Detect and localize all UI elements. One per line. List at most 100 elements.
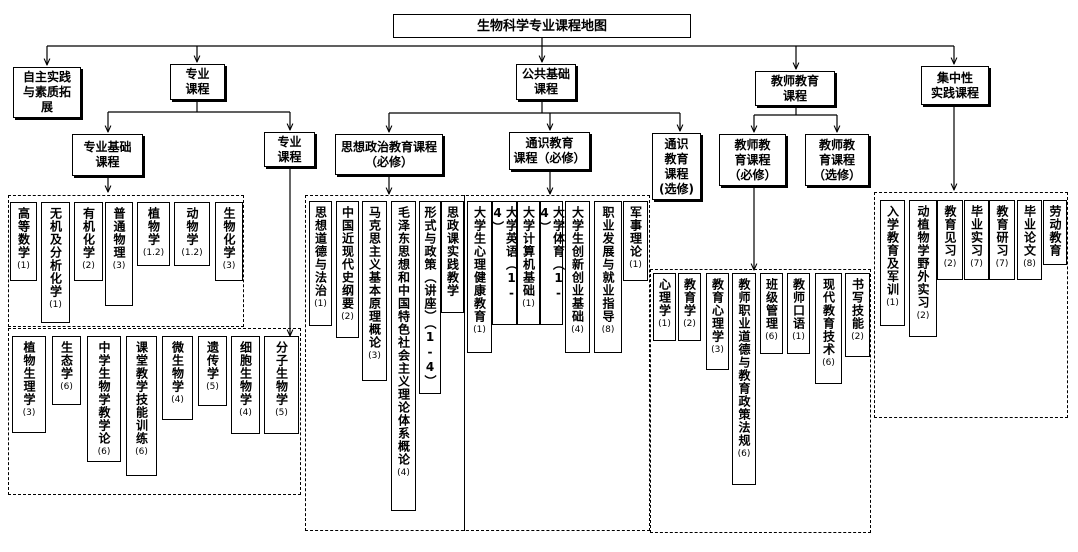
course-card: 生态学 (6) — [52, 336, 81, 405]
course-term: (1) — [629, 260, 642, 270]
subcategory-teacher-required: 教师教 育课程 （必修） — [719, 134, 786, 186]
course-name: 形式与政策（讲座）（1-4） — [423, 206, 437, 388]
course-card: 心理学(1) — [653, 273, 676, 341]
course-term: (1) — [473, 325, 486, 335]
course-card: 大学英语（1-4） — [490, 201, 519, 325]
subcategory-general-required: 通识教育 课程（必修） — [509, 132, 590, 170]
group-practice — [874, 192, 1068, 418]
course-name: 职业发展与就业指导 — [601, 206, 615, 323]
course-card: 马克思主义基本原理概论(3) — [362, 201, 387, 381]
course-name: 教师职业道德与教育政策法规 — [737, 278, 751, 447]
course-name: 高等数学 — [16, 207, 31, 259]
course-name: 植物学 — [146, 207, 161, 246]
course-card: 教师口语 (1) — [787, 273, 810, 354]
course-name: 教育研习 — [995, 205, 1009, 257]
course-term: (6) — [60, 382, 73, 392]
course-term: (1) — [792, 332, 805, 342]
course-card: 大学计算机基础 (1) — [517, 201, 540, 325]
group-major-basic — [8, 195, 244, 327]
course-name: 班级管理 — [764, 278, 779, 330]
course-name: 微生物学 — [170, 341, 185, 393]
course-term: (6) — [822, 358, 835, 368]
course-term: (1) — [522, 299, 535, 309]
page-title: 生物科学专业课程地图 — [393, 14, 691, 38]
course-card: 书写技能(2) — [845, 273, 870, 357]
course-name: 课堂教学技能训练 — [134, 341, 149, 445]
course-term: (1) — [314, 299, 327, 309]
course-card: 班级管理 (6) — [760, 273, 783, 354]
subcategory-ideology: 思想政治教育课程 （必修） — [335, 134, 443, 175]
course-name: 中学生物学教学论 — [97, 341, 111, 445]
course-card: 军事理论 (1) — [623, 201, 648, 281]
course-term: (8) — [1023, 259, 1036, 269]
course-name: 分子生物学 — [274, 341, 289, 406]
course-term: (2) — [341, 312, 354, 322]
course-name: 大学生创新创业基础 — [570, 206, 585, 323]
course-term: (4) — [239, 408, 252, 418]
course-card: 入学教育及军训(1) — [880, 200, 905, 326]
course-term: (2) — [683, 319, 696, 329]
course-name: 普通物理 — [112, 207, 126, 259]
subcategory-general-elective: 通识 教育 课程 (选修) — [652, 133, 701, 200]
course-name: 现代教育技术 — [821, 278, 836, 356]
course-card: 动物学 (1.2) — [174, 202, 210, 266]
course-card: 教育见习(2) — [937, 200, 963, 280]
course-name: 毕业实习 — [969, 205, 984, 257]
course-term: (1.2) — [181, 248, 203, 258]
course-term: (1) — [886, 298, 899, 308]
course-term: (6) — [97, 447, 111, 457]
course-term: (6) — [737, 449, 751, 459]
course-card: 教育研习 (7) — [989, 200, 1015, 280]
course-term: (1) — [49, 300, 62, 310]
course-name: 有机化学 — [81, 207, 96, 259]
course-term: (3) — [222, 261, 236, 271]
course-name: 生态学 — [59, 341, 74, 380]
category-concentrated: 集中性 实践课程 — [921, 66, 989, 105]
course-card: 微生物学(4) — [162, 336, 193, 420]
course-term: (5) — [275, 408, 288, 418]
course-name: 思政课实践教学 — [445, 206, 460, 297]
course-card: 普通物理(3) — [105, 202, 133, 306]
course-card: 现代教育技术 (6) — [815, 273, 842, 384]
course-card: 思政课实践教学 — [441, 201, 464, 313]
subcategory-major-basic: 专业基础 课程 — [72, 134, 143, 176]
course-card: 大学体育（1-4） — [538, 201, 566, 325]
course-card: 教育学(2) — [678, 273, 701, 341]
course-term: (7) — [970, 259, 983, 269]
course-term: (1.2) — [142, 248, 165, 258]
course-name: 教师口语 — [791, 278, 806, 330]
group-public — [305, 195, 650, 531]
course-term: (2) — [851, 332, 864, 342]
course-term: (6) — [135, 447, 148, 457]
course-name: 教育见习 — [943, 205, 957, 257]
course-card: 高等数学(1) — [10, 202, 37, 281]
course-name: 动植物学野外实习 — [916, 205, 930, 309]
course-name: 动物学 — [185, 207, 199, 246]
course-name: 心理学 — [657, 278, 672, 317]
course-name: 大学生心理健康教育 — [472, 206, 487, 323]
course-name: 军事理论 — [628, 206, 643, 258]
category-public: 公共基础 课程 — [516, 64, 576, 100]
course-card: 大学生创新创业基础(4) — [565, 201, 590, 353]
course-name: 大学英语（1-4） — [490, 206, 519, 301]
subcategory-major-course: 专业 课程 — [264, 132, 315, 167]
course-card: 课堂教学技能训练 (6) — [126, 336, 157, 476]
course-card: 生物化学 (3) — [215, 202, 243, 281]
course-card: 植物学 (1.2) — [137, 202, 170, 266]
course-term: (3) — [22, 408, 36, 418]
course-name: 生物化学 — [222, 207, 236, 259]
course-name: 大学计算机基础 — [521, 206, 536, 297]
course-card: 中国近现代史纲要(2) — [336, 201, 359, 338]
course-name: 植物生理学 — [22, 341, 36, 406]
course-card: 细胞生物学(4) — [231, 336, 260, 434]
course-name: 毕业论文 — [1022, 205, 1037, 257]
course-term: (8) — [601, 325, 615, 335]
course-term: (2) — [82, 261, 95, 271]
category-teacher: 教师教育 课程 — [755, 71, 835, 106]
course-term: (6) — [765, 332, 778, 342]
course-name: 无机及分析化学 — [48, 207, 63, 298]
course-term: (7) — [995, 259, 1009, 269]
course-name: 劳动教育 — [1048, 205, 1062, 257]
course-card: 教育心理学(3) — [706, 273, 729, 370]
course-card: 思想道德与法治(1) — [309, 201, 332, 326]
